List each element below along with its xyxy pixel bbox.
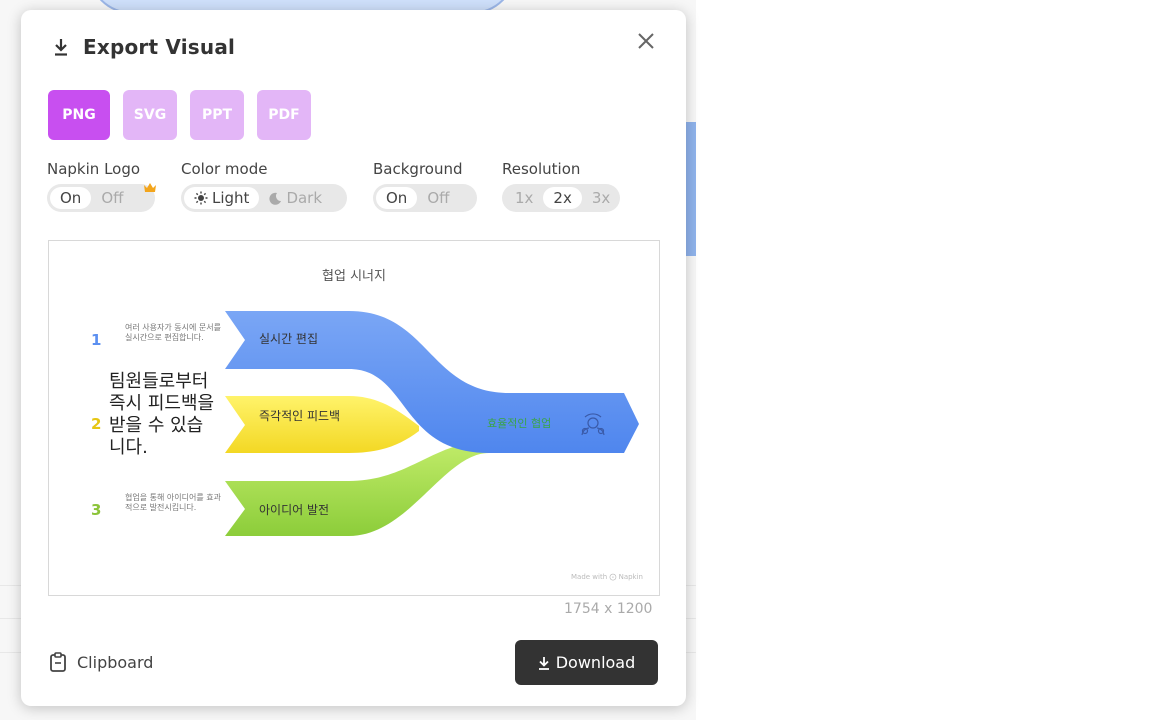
band-label: 즉각적인 피드백 [259, 409, 341, 423]
band-blue [225, 311, 639, 453]
clipboard-label: Clipboard [77, 652, 154, 672]
band-label: 아이디어 발전 [259, 503, 330, 517]
background-toggle[interactable]: On Off [373, 184, 477, 212]
napkin-logo-on[interactable]: On [50, 187, 92, 209]
color-mode-option: Color mode Light Dark [181, 160, 347, 212]
resolution-label: Resolution [502, 160, 581, 178]
band-green [225, 441, 489, 536]
format-pdf-button[interactable]: PDF [257, 90, 311, 140]
result-label: 효율적인 협업 [487, 417, 552, 430]
format-png-button[interactable]: PNG [48, 90, 110, 140]
band-label: 실시간 편집 [259, 332, 319, 346]
resolution-3x[interactable]: 3x [591, 189, 611, 207]
moon-icon [269, 192, 282, 205]
step-description-large: 팀원들로부터 즉시 피드백을 받을 수 있습니다. [109, 371, 215, 458]
format-ppt-button[interactable]: PPT [190, 90, 244, 140]
napkin-logo-label: Napkin Logo [47, 160, 141, 178]
preview-diagram [225, 311, 639, 536]
color-mode-toggle[interactable]: Light Dark [181, 184, 347, 212]
format-svg-button[interactable]: SVG [123, 90, 177, 140]
format-selector: PNG SVG PPT PDF [48, 90, 311, 140]
export-modal: Export Visual PNG SVG PPT PDF Napkin Log… [21, 10, 686, 706]
color-mode-light-label: Light [212, 189, 250, 207]
crown-icon [143, 178, 157, 197]
resolution-toggle[interactable]: 1x 2x 3x [502, 184, 620, 212]
background-label: Background [373, 160, 463, 178]
sun-icon [194, 191, 208, 205]
background-on[interactable]: On [376, 187, 418, 209]
clipboard-button[interactable]: Clipboard [49, 652, 153, 672]
close-icon [638, 33, 654, 49]
napkin-logo-option: Napkin Logo On Off [47, 160, 156, 212]
download-button[interactable]: Download [515, 640, 658, 685]
modal-header: Export Visual [53, 35, 235, 59]
step-number: 2 [91, 415, 102, 433]
background-off[interactable]: Off [427, 189, 450, 207]
napkin-watermark: Made with ⨀ Napkin [570, 573, 643, 581]
napkin-logo-off[interactable]: Off [101, 189, 124, 207]
team-icon [581, 413, 605, 436]
color-mode-label: Color mode [181, 160, 268, 178]
download-icon [538, 656, 549, 670]
band-yellow [225, 396, 419, 453]
download-label: Download [555, 653, 636, 672]
close-button[interactable] [635, 32, 657, 54]
background-strip [686, 122, 696, 256]
modal-title: Export Visual [83, 35, 236, 59]
export-preview: 협업 시너지 1 여러 사용자가 동시에 문서를 실시간으로 편집합니다. 실시… [48, 240, 660, 596]
preview-title: 협업 시너지 [322, 269, 386, 284]
resolution-1x[interactable]: 1x [515, 189, 534, 207]
napkin-logo-toggle[interactable]: On Off [47, 183, 156, 212]
resolution-option: Resolution 1x 2x 3x [502, 160, 620, 212]
background-option: Background On Off [373, 160, 477, 212]
dimension-label: 1754 x 1200 [564, 601, 653, 617]
step-description: 여러 사용자가 동시에 문서를 실시간으로 편집합니다. [125, 323, 221, 342]
step-number: 3 [91, 501, 102, 519]
step-description: 협업을 통해 아이디어를 효과적으로 발전시킵니다. [125, 493, 221, 512]
step-number: 1 [91, 331, 102, 349]
color-mode-dark[interactable]: Dark [259, 187, 332, 209]
color-mode-light[interactable]: Light [184, 187, 260, 209]
clipboard-icon [50, 652, 66, 672]
color-mode-dark-label: Dark [286, 189, 323, 207]
download-icon [53, 38, 69, 56]
resolution-2x[interactable]: 2x [543, 187, 582, 209]
